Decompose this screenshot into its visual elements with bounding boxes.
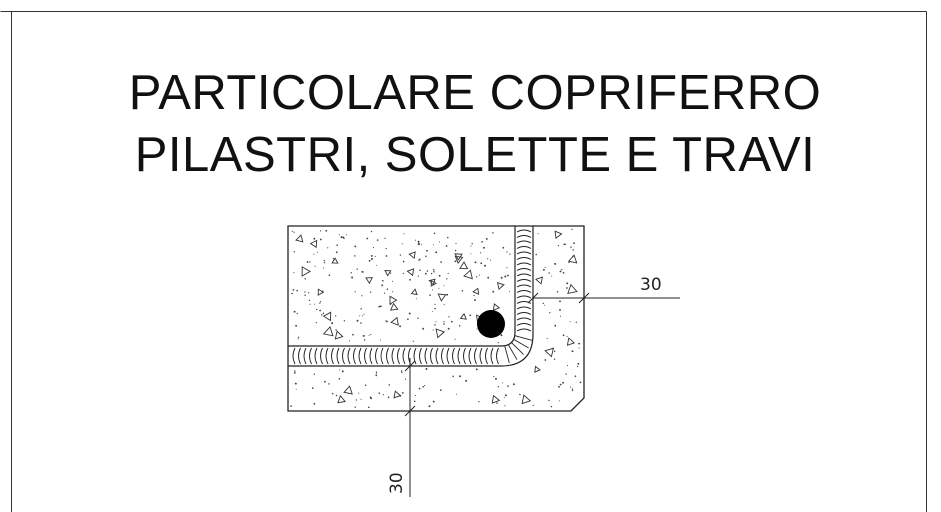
stirrup (288, 226, 534, 367)
side-dimension-tick-inner (527, 292, 539, 304)
side-cover-dimension (527, 292, 680, 304)
bottom-dimension-tick-inner (404, 360, 416, 372)
sheet-frame (0, 11, 927, 512)
bottom-cover-dimension (404, 358, 416, 497)
stirrup-ribs (292, 229, 533, 365)
side-dimension-tick-outer (578, 292, 590, 304)
side-cover-value: 30 (640, 275, 662, 295)
bottom-cover-value: 30 (387, 472, 407, 494)
concrete-outline (287, 225, 585, 412)
stirrup-outer-edge (288, 226, 534, 367)
title-line-2: PILASTRI, SOLETTE E TRAVI (134, 128, 816, 182)
drawing-title: PARTICOLARE COPRIFERRO PILASTRI, SOLETTE… (26, 62, 924, 186)
concrete-aggregate-symbols (295, 230, 578, 405)
title-line-1: PARTICOLARE COPRIFERRO (128, 66, 822, 120)
bottom-dimension-tick-outer (404, 405, 416, 417)
longitudinal-bar (477, 310, 505, 338)
concrete-hatch (290, 228, 582, 409)
concrete-section (287, 225, 585, 412)
